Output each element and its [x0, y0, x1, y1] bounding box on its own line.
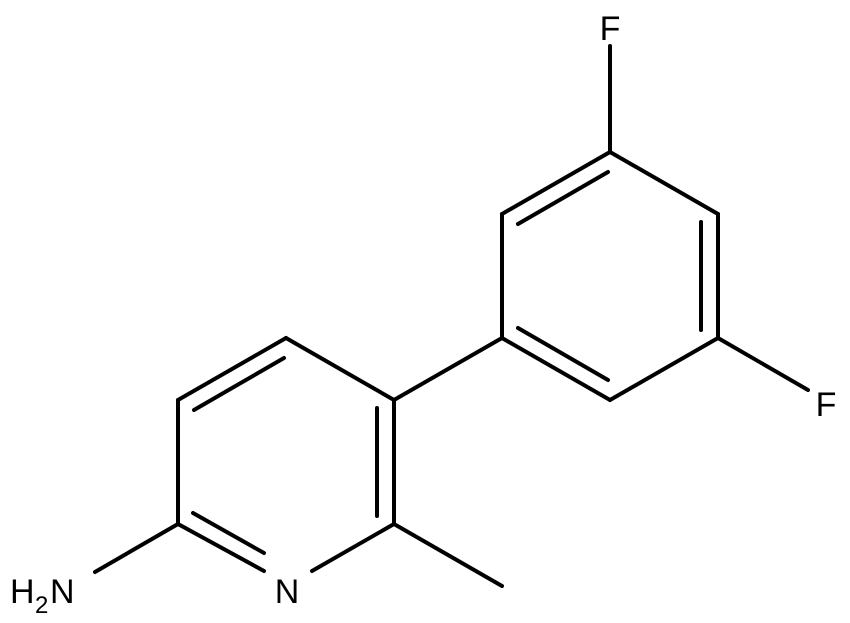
bond [176, 336, 288, 402]
bond [500, 150, 612, 216]
bond [176, 522, 266, 573]
bond [608, 150, 720, 216]
amine-label: H 2 N [10, 573, 75, 619]
bond [500, 336, 612, 402]
pyridine-nitrogen-label: N [275, 573, 300, 611]
bond [192, 356, 286, 412]
bond [191, 511, 266, 555]
amine-h-label: H [10, 573, 35, 611]
bond [310, 522, 396, 573]
amine-subscript-label: 2 [35, 592, 48, 619]
bond-c-f-right [716, 336, 810, 392]
bond [516, 326, 610, 382]
fluorine-right-label: F [816, 386, 837, 424]
pyridine-ring [176, 336, 396, 573]
amine-n-label: N [50, 573, 75, 611]
bond-biaryl [392, 336, 504, 402]
bond [516, 170, 610, 226]
bond-methyl [392, 522, 504, 588]
fluorine-top-label: F [600, 10, 621, 48]
phenyl-ring [500, 150, 720, 402]
bond [608, 336, 720, 402]
bond [284, 336, 396, 402]
bond-c-nh2 [93, 522, 180, 574]
